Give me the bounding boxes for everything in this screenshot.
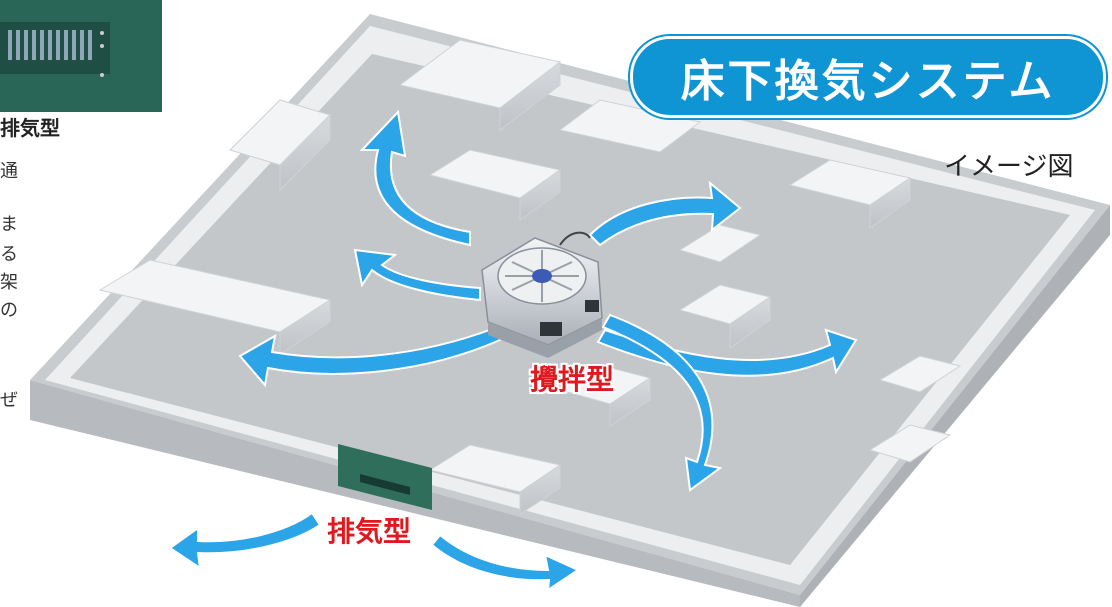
stirring-fan (481, 231, 603, 358)
exhaust-unit (338, 444, 432, 510)
left-column-fragment: 架 (0, 272, 18, 293)
exhaust-type-label: 排気型 (327, 515, 412, 548)
arrow-exhaust-right (430, 533, 581, 593)
arrow-left-upper (353, 248, 481, 302)
arrow-exhaust-left (168, 511, 322, 571)
left-column-fragment: ま (0, 214, 18, 235)
left-column-fragment: ぜ (0, 390, 18, 411)
exhaust-unit-photo (0, 0, 162, 112)
left-column-fragment: る (0, 244, 18, 265)
arrow-left-lower (238, 326, 502, 388)
left-column-fragment: 通 (0, 161, 18, 182)
airflow-arrows (168, 109, 858, 593)
walls (98, 39, 962, 515)
image-caption: イメージ図 (944, 152, 1074, 182)
arrow-up-left (359, 109, 471, 247)
stirring-type-label: 攪拌型 (530, 363, 615, 396)
left-column-heading: 排気型 (0, 116, 60, 140)
arrow-up-right (588, 180, 742, 247)
arrow-down-right (601, 313, 723, 492)
page-title: 床下換気システム (630, 36, 1106, 118)
left-column-fragment: の (0, 300, 18, 321)
